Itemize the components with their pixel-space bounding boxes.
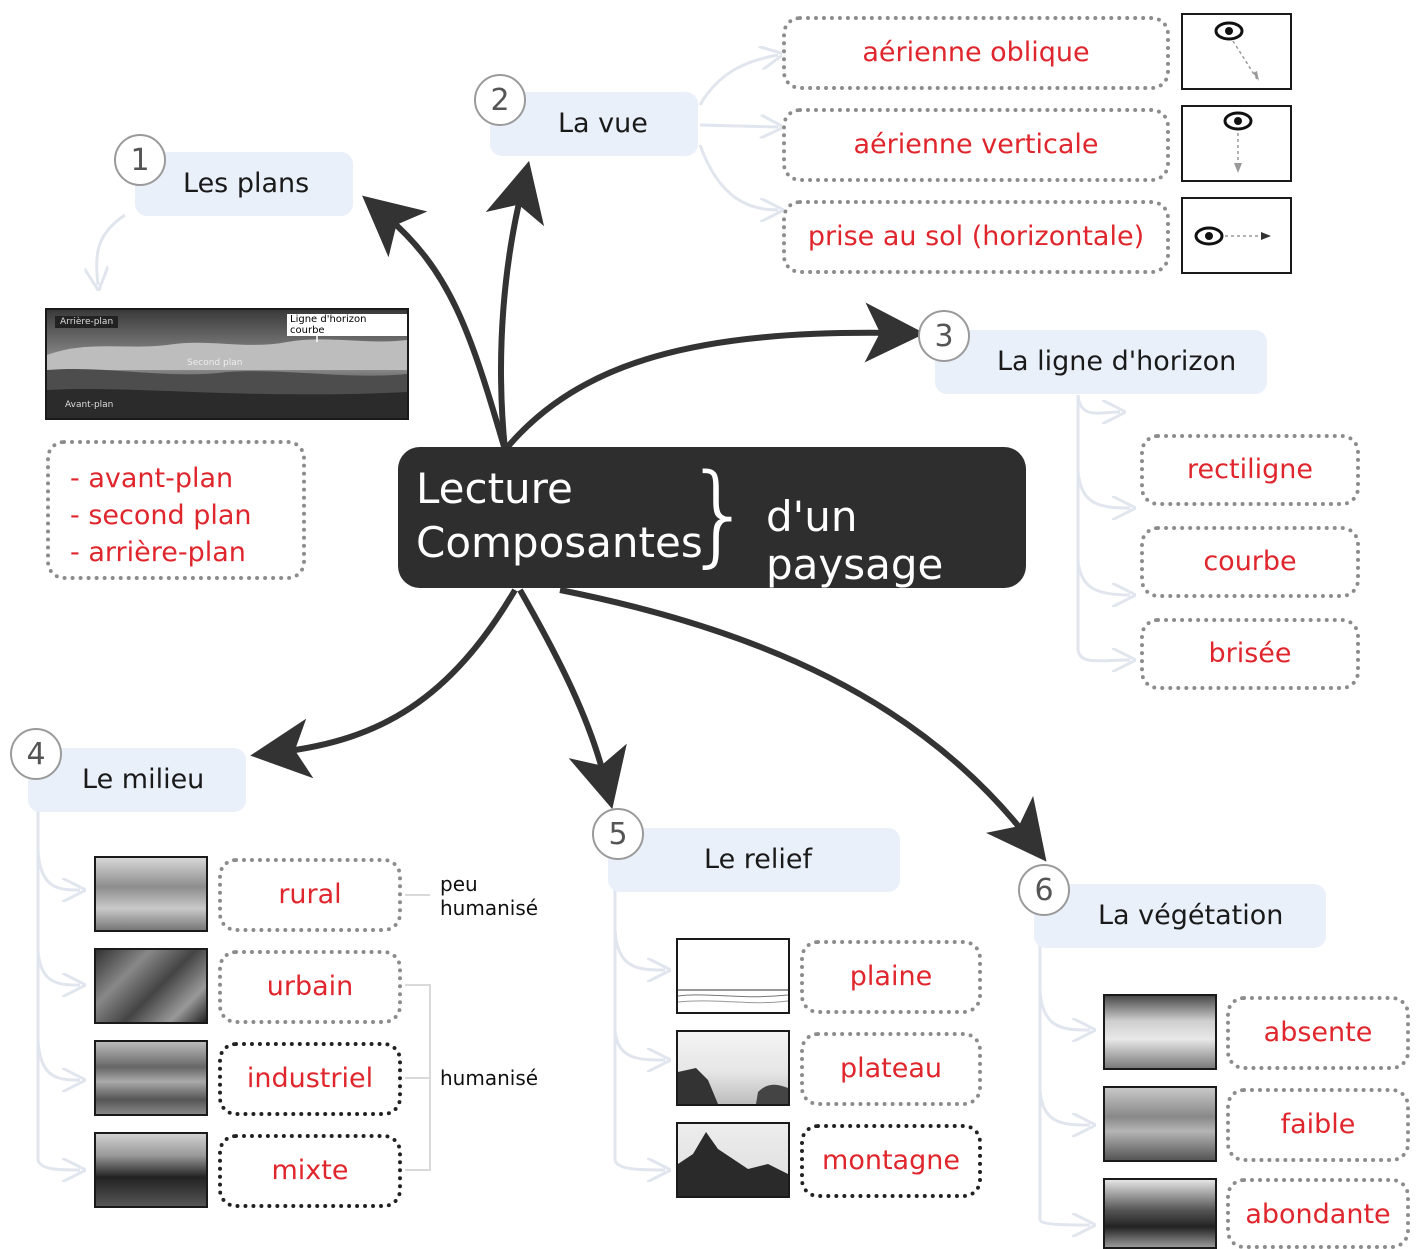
vegetation-abondante-image <box>1103 1178 1217 1249</box>
plans-item: - second plan <box>70 500 252 531</box>
view-oblique-icon <box>1181 13 1292 90</box>
milieu-item: rural <box>218 858 402 932</box>
relief-plateau-image <box>676 1030 790 1106</box>
relief-item: plateau <box>800 1032 982 1106</box>
milieu-urbain-image <box>94 948 208 1024</box>
sub-connectors <box>36 55 1130 1225</box>
topic-number-1: 1 <box>114 134 166 186</box>
vegetation-item: absente <box>1226 996 1410 1070</box>
note-humanise: humanisé <box>440 1066 539 1090</box>
central-brace: } <box>684 450 754 578</box>
topic-plans: Les plans <box>135 152 353 216</box>
note-peu-line1: peu <box>440 872 478 896</box>
arrow-to-relief <box>517 588 627 810</box>
topic-relief-label: Le relief <box>704 844 812 875</box>
vegetation-item: faible <box>1226 1088 1410 1162</box>
horizon-item: courbe <box>1140 526 1360 598</box>
milieu-brackets <box>405 894 431 1171</box>
topic-number-4: 4 <box>10 728 62 780</box>
label-avant-plan: Avant-plan <box>65 400 114 410</box>
label-arriere-plan: Arrière-plan <box>55 316 119 328</box>
eye-oblique-arrow-icon <box>1214 21 1259 81</box>
label-ligne-horizon: Ligne d'horizon courbe <box>287 314 407 336</box>
central-line-1: Lecture <box>416 464 573 513</box>
montagne-drawing <box>678 1132 788 1196</box>
topic-relief: Le relief <box>608 828 900 892</box>
main-arrows <box>250 160 1047 862</box>
milieu-mixte-image <box>94 1132 208 1208</box>
topic-plans-label: Les plans <box>183 168 310 199</box>
plans-landscape-image: Arrière-plan Ligne d'horizon courbe Seco… <box>45 308 409 420</box>
relief-montagne-image <box>676 1122 790 1198</box>
topic-vegetation-label: La végétation <box>1098 900 1284 931</box>
arrow-to-vegetation <box>559 587 1047 862</box>
arrow-to-milieu <box>250 588 518 779</box>
note-peu-humanise: peu humanisé <box>440 872 538 920</box>
plans-landscape-drawing <box>47 322 407 418</box>
milieu-item: urbain <box>218 950 402 1024</box>
label-second-plan: Second plan <box>187 358 243 368</box>
milieu-item: mixte <box>218 1134 402 1208</box>
topic-vegetation: La végétation <box>1034 884 1326 948</box>
plaine-drawing <box>678 989 788 1004</box>
view-vertical-icon <box>1181 105 1292 182</box>
vue-item: aérienne oblique <box>782 16 1170 90</box>
eye-vertical-arrow-icon <box>1223 111 1253 173</box>
horizon-item: rectiligne <box>1140 434 1360 506</box>
topic-milieu-label: Le milieu <box>82 764 205 795</box>
plans-item: - avant-plan <box>70 463 234 494</box>
topic-number-2: 2 <box>474 74 526 126</box>
topic-number-5: 5 <box>592 808 644 860</box>
plateau-drawing <box>678 1068 788 1104</box>
milieu-rural-image <box>94 856 208 932</box>
view-horizontal-icon <box>1181 197 1292 274</box>
vegetation-item: abondante <box>1226 1178 1410 1249</box>
central-node: Lecture Composantes } d'un paysage <box>398 447 1026 589</box>
topic-vue: La vue <box>490 92 698 156</box>
relief-item: montagne <box>800 1124 982 1198</box>
topic-vue-label: La vue <box>558 108 648 139</box>
topic-horizon: La ligne d'horizon <box>935 330 1267 394</box>
relief-item: plaine <box>800 940 982 1014</box>
relief-plaine-image <box>676 938 790 1014</box>
topic-number-3: 3 <box>918 310 970 362</box>
plans-list: - avant-plan - second plan - arrière-pla… <box>46 440 306 580</box>
vegetation-absente-image <box>1103 994 1217 1070</box>
arrow-to-plans <box>362 195 508 451</box>
horizon-item: brisée <box>1140 618 1360 690</box>
plans-item: - arrière-plan <box>70 537 246 568</box>
arrow-to-vue <box>485 160 545 451</box>
arrow-to-horizon <box>502 302 925 452</box>
eye-horizontal-arrow-icon <box>1194 226 1271 246</box>
topic-horizon-label: La ligne d'horizon <box>997 346 1237 377</box>
vue-item: aérienne verticale <box>782 108 1170 182</box>
central-line-2: Composantes <box>416 518 703 567</box>
note-peu-line2: humanisé <box>440 896 539 920</box>
topic-number-6: 6 <box>1018 864 1070 916</box>
milieu-item: industriel <box>218 1042 402 1116</box>
vue-item: prise au sol (horizontale) <box>782 200 1170 274</box>
vegetation-faible-image <box>1103 1086 1217 1162</box>
topic-milieu: Le milieu <box>28 748 246 812</box>
central-tail: d'un paysage <box>766 492 944 589</box>
milieu-industriel-image <box>94 1040 208 1116</box>
